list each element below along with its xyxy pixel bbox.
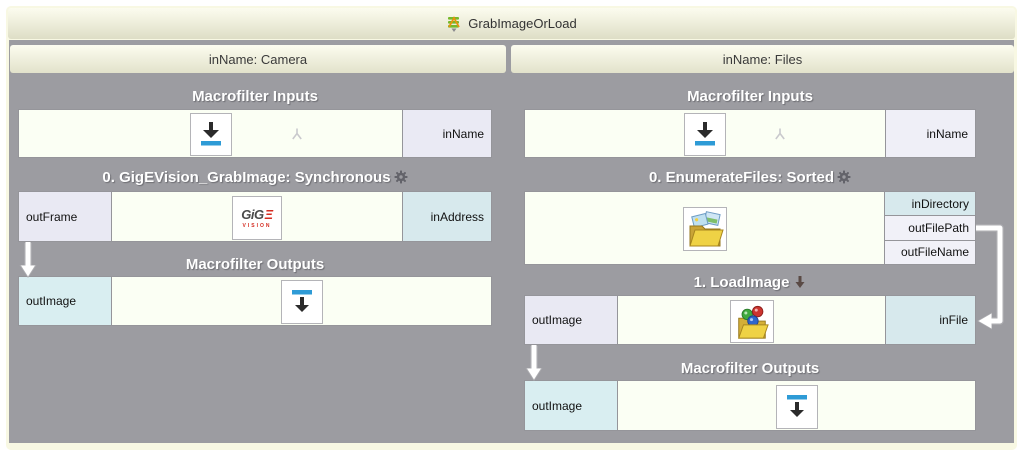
port-label: inAddress — [430, 209, 484, 224]
macrofilter-title-bar: GrabImageOrLoad — [8, 8, 1015, 39]
port-label: outFrame — [26, 209, 78, 224]
files-macrofilter-outputs-block[interactable]: outImage — [524, 380, 976, 431]
filter-title-label: 0. EnumerateFiles: Sorted — [648, 168, 835, 186]
port-outFilePath[interactable]: outFilePath — [885, 215, 975, 240]
load-image-icon — [729, 300, 774, 343]
inputs-block-body — [525, 110, 885, 157]
macrofilter-input-icon — [684, 113, 726, 156]
variant-tab-files[interactable]: inName: Files — [511, 45, 1014, 73]
variant-tab-files-label: inName: Files — [722, 51, 803, 67]
files-load-filter-block[interactable]: outImage inFile — [524, 295, 976, 345]
port-label: outFileName — [900, 245, 969, 260]
variant-tab-camera[interactable]: inName: Camera — [10, 45, 506, 73]
fork-icon — [773, 127, 787, 141]
files-load-filter-title: 1. LoadImage — [524, 271, 976, 293]
files-enumerate-filter-block[interactable]: inDirectory outFilePath outFileName — [524, 191, 976, 265]
loop-down-arrow-icon — [794, 275, 806, 289]
macrofilter-output-icon — [775, 385, 818, 429]
outputs-block-body — [112, 277, 491, 325]
port-inDirectory[interactable]: inDirectory — [885, 192, 975, 216]
port-label: outImage — [532, 313, 583, 327]
port-inAddress[interactable]: inAddress — [402, 192, 491, 241]
fork-icon — [290, 127, 304, 141]
outputs-block-body — [618, 381, 975, 430]
gige-e-glyph: Ξ — [264, 207, 274, 222]
port-outImage[interactable]: outImage — [525, 381, 618, 430]
camera-inputs-section-title: Macrofilter Inputs — [18, 85, 492, 107]
port-outImage[interactable]: outImage — [19, 277, 112, 325]
section-title-label: Macrofilter Inputs — [192, 87, 318, 105]
inputs-block-body — [19, 110, 402, 157]
enumerate-block-body — [525, 192, 884, 264]
port-label: inDirectory — [911, 196, 969, 211]
gige-text: GiG — [241, 207, 264, 222]
files-inputs-section-title: Macrofilter Inputs — [524, 85, 976, 107]
filter-title-label: 1. LoadImage — [693, 273, 790, 291]
port-inFile[interactable]: inFile — [885, 296, 975, 344]
enumerate-files-icon — [682, 207, 727, 251]
macrofilter-output-icon — [280, 280, 323, 324]
port-label: outFilePath — [908, 220, 969, 235]
gige-sub-text: VISION — [242, 223, 272, 229]
enumerate-port-stack: inDirectory outFilePath outFileName — [884, 192, 975, 264]
variant-tab-camera-label: inName: Camera — [208, 51, 308, 67]
port-inName[interactable]: inName — [885, 110, 975, 157]
port-outFileName[interactable]: outFileName — [885, 239, 975, 264]
gear-icon[interactable] — [837, 170, 851, 184]
port-inName[interactable]: inName — [402, 110, 491, 157]
port-label: outImage — [532, 398, 583, 413]
files-macrofilter-inputs-block[interactable]: inName — [524, 109, 976, 158]
section-title-label: Macrofilter Inputs — [687, 87, 813, 105]
port-outFrame[interactable]: outFrame — [19, 192, 112, 241]
port-outImage[interactable]: outImage — [525, 296, 618, 344]
section-title-label: Macrofilter Outputs — [680, 359, 820, 377]
section-title-label: Macrofilter Outputs — [185, 255, 325, 273]
filter-title-label: 0. GigEVision_GrabImage: Synchronous — [102, 168, 391, 186]
camera-grab-filter-title: 0. GigEVision_GrabImage: Synchronous — [18, 165, 492, 189]
port-label: inFile — [939, 313, 968, 327]
port-label: inName — [442, 126, 484, 141]
camera-outputs-section-title: Macrofilter Outputs — [18, 253, 492, 275]
camera-macrofilter-inputs-block[interactable]: inName — [18, 109, 492, 158]
camera-macrofilter-outputs-block[interactable]: outImage — [18, 276, 492, 326]
load-block-body — [618, 296, 885, 344]
files-outputs-section-title: Macrofilter Outputs — [524, 357, 976, 379]
files-enumerate-filter-title: 0. EnumerateFiles: Sorted — [524, 165, 976, 189]
variant-macrofilter-icon — [446, 15, 462, 32]
port-label: inName — [926, 126, 968, 141]
gear-icon[interactable] — [394, 170, 408, 184]
macrofilter-input-icon — [189, 113, 232, 156]
macrofilter-title: GrabImageOrLoad — [468, 16, 577, 31]
port-label: outImage — [26, 294, 77, 308]
